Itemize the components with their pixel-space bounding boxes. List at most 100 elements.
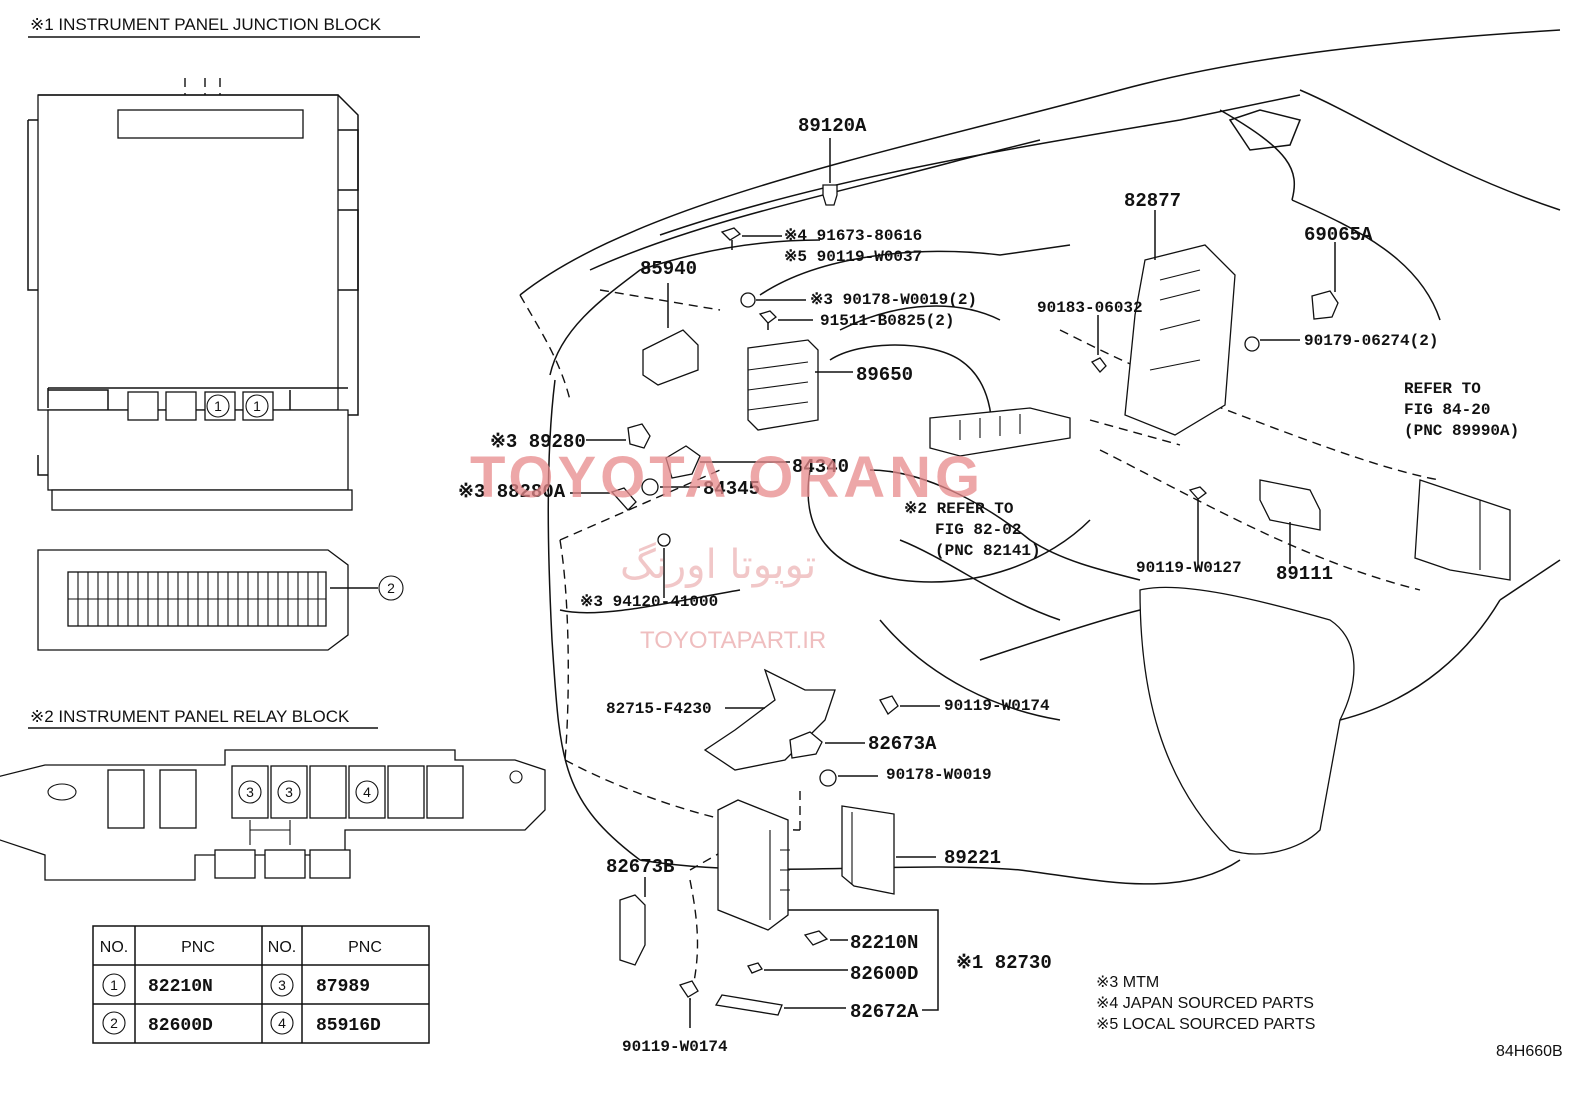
pnc-table-header: NO. [268, 939, 296, 956]
part-screw-91673 [720, 227, 782, 250]
refer-fig-82-02: ※2 REFER TO FIG 82-02 (PNC 82141) [904, 500, 1041, 560]
part-label: 89650 [856, 364, 913, 386]
part-82600D-relay [747, 962, 848, 974]
part-82141-relay-strip [929, 407, 1071, 457]
footnotes: ※3 MTM ※4 JAPAN SOURCED PARTS ※5 LOCAL S… [1096, 974, 1315, 1033]
svg-text:1: 1 [110, 977, 118, 993]
diagram-code: 84H660B [1496, 1043, 1563, 1060]
callout-marker-3b: 3 [277, 780, 301, 804]
part-82673A-bracket [789, 731, 865, 759]
footnote: ※5 LOCAL SOURCED PARTS [1096, 1016, 1315, 1033]
part-label: ※3 89280 [490, 431, 586, 453]
part-89280-sensor [586, 423, 651, 449]
svg-text:3: 3 [278, 977, 286, 993]
part-label: 90119-W0127 [1136, 559, 1242, 577]
callout-marker-1b: 1 [245, 394, 269, 418]
part-label: 90178-W0019 [886, 766, 992, 784]
pnc-cell: 85916D [316, 1016, 381, 1036]
svg-text:4: 4 [278, 1015, 286, 1031]
junction-block-drawing [27, 78, 359, 511]
svg-text:4: 4 [363, 784, 371, 800]
pnc-cell: 82210N [148, 977, 213, 997]
dashboard-drawing [519, 29, 1561, 1001]
part-label: 90119-W0174 [944, 697, 1050, 715]
part-label: 69065A [1304, 224, 1373, 246]
part-88280A-relay [570, 487, 637, 511]
part-label: 84345 [703, 478, 760, 500]
part-82672A-cover [714, 994, 846, 1016]
pnc-table: NO. PNC NO. PNC 1 82210N 3 87989 2 82600… [92, 925, 430, 1044]
callout-marker-2: 2 [378, 575, 404, 601]
part-label: ※5 90119-W0037 [784, 248, 922, 266]
junction-block-section: ※1 INSTRUMENT PANEL JUNCTION BLOCK 1 [27, 15, 420, 651]
junction-block-title: ※1 INSTRUMENT PANEL JUNCTION BLOCK [30, 15, 382, 34]
table-row: 2 82600D 4 85916D [102, 1011, 381, 1036]
part-label: 82210N [850, 932, 918, 954]
part-label: 89221 [944, 847, 1001, 869]
part-label: ※3 90178-W0019(2) [810, 291, 977, 309]
pnc-cell: 87989 [316, 977, 370, 997]
callout-marker-4: 4 [355, 780, 379, 804]
footnote: ※3 MTM [1096, 974, 1159, 991]
part-label: 85940 [640, 258, 697, 280]
part-label: 90183-06032 [1037, 299, 1143, 317]
part-89111-module [1259, 479, 1321, 564]
svg-text:FIG 82-02: FIG 82-02 [935, 521, 1021, 539]
part-89990A-module [1414, 479, 1511, 581]
part-label: 82600D [850, 963, 918, 985]
part-label: 91511-B0825(2) [820, 312, 954, 330]
part-89650-module [747, 339, 853, 431]
table-row: 1 82210N 3 87989 [102, 973, 370, 997]
refer-fig-84-20: REFER TO FIG 84-20 (PNC 89990A) [1404, 380, 1519, 440]
part-82673B-bracket [619, 877, 646, 966]
callout-marker-1a: 1 [206, 394, 230, 418]
part-82210N-fuse [803, 930, 848, 946]
part-screw-91511 [758, 310, 813, 330]
watermark-persian: تویوتا اورنگ [620, 542, 816, 588]
part-90119-W0174-bolt-a [879, 695, 940, 715]
pnc-table-header: PNC [348, 939, 382, 956]
part-89120A-clip [822, 138, 838, 206]
callout-marker-3a: 3 [238, 780, 262, 804]
relay-block-drawing [0, 749, 546, 881]
relay-block-title: ※2 INSTRUMENT PANEL RELAY BLOCK [30, 707, 350, 726]
pnc-table-header: NO. [100, 939, 128, 956]
pnc-cell: 82600D [148, 1016, 213, 1036]
watermark-brand: TOYOTA ORANG [470, 445, 984, 510]
svg-text:2: 2 [110, 1015, 118, 1031]
pnc-table-header: PNC [181, 939, 215, 956]
part-84340-switch [665, 445, 790, 479]
part-label: 82877 [1124, 190, 1181, 212]
svg-text:3: 3 [285, 784, 293, 800]
watermark: TOYOTA ORANG تویوتا اورنگ TOYOTAPART.IR [470, 445, 984, 654]
part-label: ※3 88280A [458, 481, 566, 503]
svg-text:2: 2 [387, 580, 395, 596]
part-90119-W0127-screw [1188, 486, 1207, 568]
part-label: ※1 82730 [956, 952, 1052, 974]
part-label: 90179-06274(2) [1304, 332, 1438, 350]
part-labels: 89120A 82877 69065A 85940 ※4 91673-80616… [458, 115, 1438, 1056]
svg-text:(PNC 89990A): (PNC 89990A) [1404, 422, 1519, 440]
part-94120-nut [657, 533, 671, 598]
svg-text:FIG 84-20: FIG 84-20 [1404, 401, 1490, 419]
part-label: 82672A [850, 1001, 919, 1023]
part-label: 84340 [792, 456, 849, 478]
part-90178-clip [819, 769, 878, 787]
junction-block-side-view [37, 549, 378, 651]
part-82877-bracket [1124, 210, 1236, 436]
part-82730-junction-block [717, 799, 939, 1011]
part-90179-nut [1244, 336, 1300, 352]
part-label: ※3 94120-41000 [580, 593, 718, 611]
svg-text:1: 1 [253, 398, 261, 414]
part-label: 82673B [606, 856, 674, 878]
relay-block-section: ※2 INSTRUMENT PANEL RELAY BLOCK 3 3 [0, 707, 546, 881]
part-85940-bracket [642, 283, 699, 386]
part-90183-clip [1090, 315, 1107, 373]
part-label: 82673A [868, 733, 937, 755]
svg-text:(PNC 82141): (PNC 82141) [935, 542, 1041, 560]
svg-text:1: 1 [214, 398, 222, 414]
part-label: 89120A [798, 115, 867, 137]
footnote: ※4 JAPAN SOURCED PARTS [1096, 995, 1314, 1012]
